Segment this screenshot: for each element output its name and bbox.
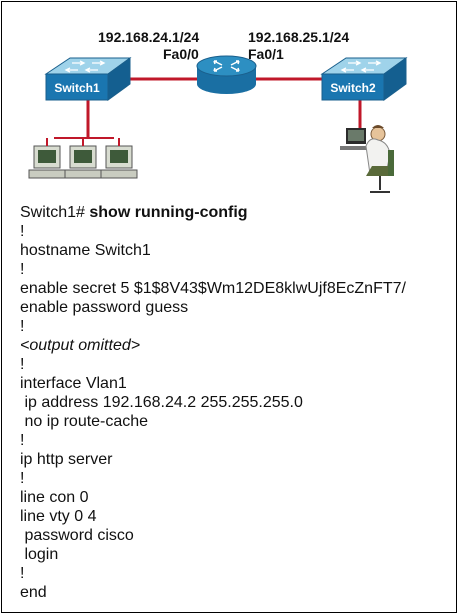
config-line: ! — [20, 261, 25, 278]
config-line: password cisco — [20, 527, 134, 544]
config-line: line vty 0 4 — [20, 508, 97, 525]
user-at-computer-icon — [340, 125, 394, 193]
config-line: ip address 192.168.24.2 255.255.255.0 — [20, 394, 303, 411]
config-line: enable password guess — [20, 299, 189, 316]
config-line: ! — [20, 223, 25, 240]
running-config: Switch1# show running-config ! hostname … — [20, 203, 450, 602]
workstation-icon — [100, 138, 138, 179]
router-right-ip: 192.168.25.1/24 — [248, 29, 350, 45]
switch1-label: Switch1 — [54, 81, 100, 95]
workstation-icon — [64, 138, 102, 179]
router-right-interface: Fa0/1 — [248, 46, 284, 62]
config-line: line con 0 — [20, 489, 89, 506]
config-line: no ip route-cache — [20, 413, 149, 430]
config-line: interface Vlan1 — [20, 375, 127, 392]
router-icon — [196, 55, 257, 94]
config-line-omitted: <output omitted> — [20, 337, 141, 354]
switch2-icon — [320, 57, 408, 101]
switch2-label: Switch2 — [330, 81, 376, 95]
config-line: ! — [20, 356, 25, 373]
config-line: hostname Switch1 — [20, 242, 151, 259]
config-line: ! — [20, 432, 25, 449]
config-line: ! — [20, 470, 25, 487]
workstation-icon — [28, 138, 66, 179]
cli-command: show running-config — [89, 204, 248, 221]
router-left-ip: 192.168.24.1/24 — [98, 29, 200, 45]
cli-prompt: Switch1# — [20, 204, 90, 221]
config-line: end — [20, 584, 47, 601]
config-line: login — [20, 546, 59, 563]
config-command-line: Switch1# show running-config — [20, 203, 450, 222]
config-line: ! — [20, 318, 25, 335]
config-line: enable secret 5 $1$8V43$Wm12DE8klwUjf8Ec… — [20, 280, 406, 297]
workstation-icons — [28, 138, 138, 179]
config-line: ip http server — [20, 451, 113, 468]
router-left-interface: Fa0/0 — [163, 46, 199, 62]
config-line: ! — [20, 565, 25, 582]
switch1-icon — [44, 57, 132, 101]
network-diagram: 192.168.24.1/24 Fa0/0 192.168.25.1/24 Fa… — [0, 0, 460, 200]
topology-svg: Switch1 Switch2 — [28, 55, 408, 193]
